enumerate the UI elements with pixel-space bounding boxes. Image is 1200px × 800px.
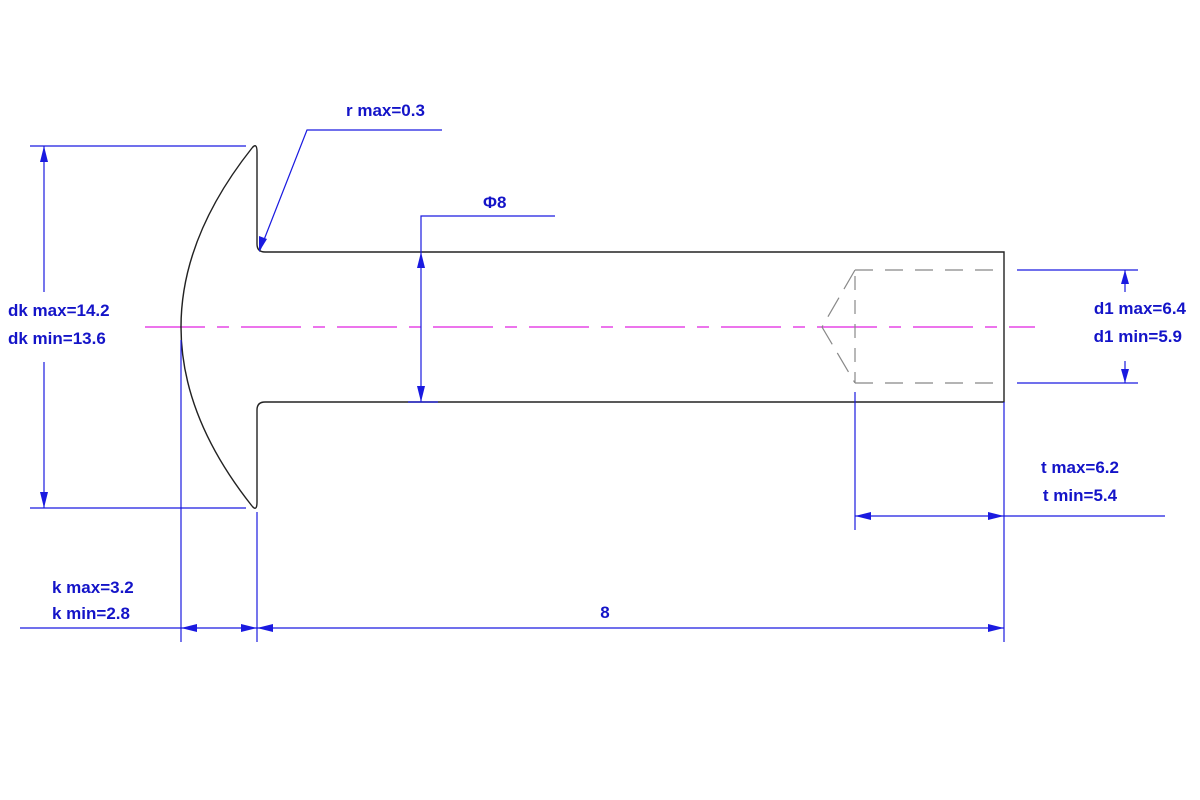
rivet-outline	[180, 145, 1005, 509]
hidden-hole	[821, 269, 1004, 384]
k-dimension: k max=3.2 k min=2.8	[20, 340, 258, 642]
rivet-head-face	[251, 145, 1005, 509]
length-label: 8	[600, 603, 609, 622]
dk-min-label: dk min=13.6	[8, 329, 106, 348]
k-min-label: k min=2.8	[52, 604, 130, 623]
shank-diameter-dimension: Φ8	[408, 193, 555, 403]
r-leader: r max=0.3	[259, 101, 442, 252]
d1-max-label: d1 max=6.4	[1094, 299, 1187, 318]
t-dimension: t max=6.2 t min=5.4	[854, 392, 1165, 642]
k-max-label: k max=3.2	[52, 578, 134, 597]
dk-dimension: dk max=14.2 dk min=13.6	[8, 145, 246, 509]
d1-dimension: d1 max=6.4 d1 min=5.9	[1017, 269, 1187, 384]
diameter-label: Φ8	[483, 193, 506, 212]
t-max-label: t max=6.2	[1041, 458, 1119, 477]
rivet-head-dome	[180, 147, 253, 507]
r-max-label: r max=0.3	[346, 101, 425, 120]
d1-min-label: d1 min=5.9	[1094, 327, 1182, 346]
length-dimension: 8	[257, 603, 1004, 632]
dk-max-label: dk max=14.2	[8, 301, 110, 320]
t-min-label: t min=5.4	[1043, 486, 1118, 505]
